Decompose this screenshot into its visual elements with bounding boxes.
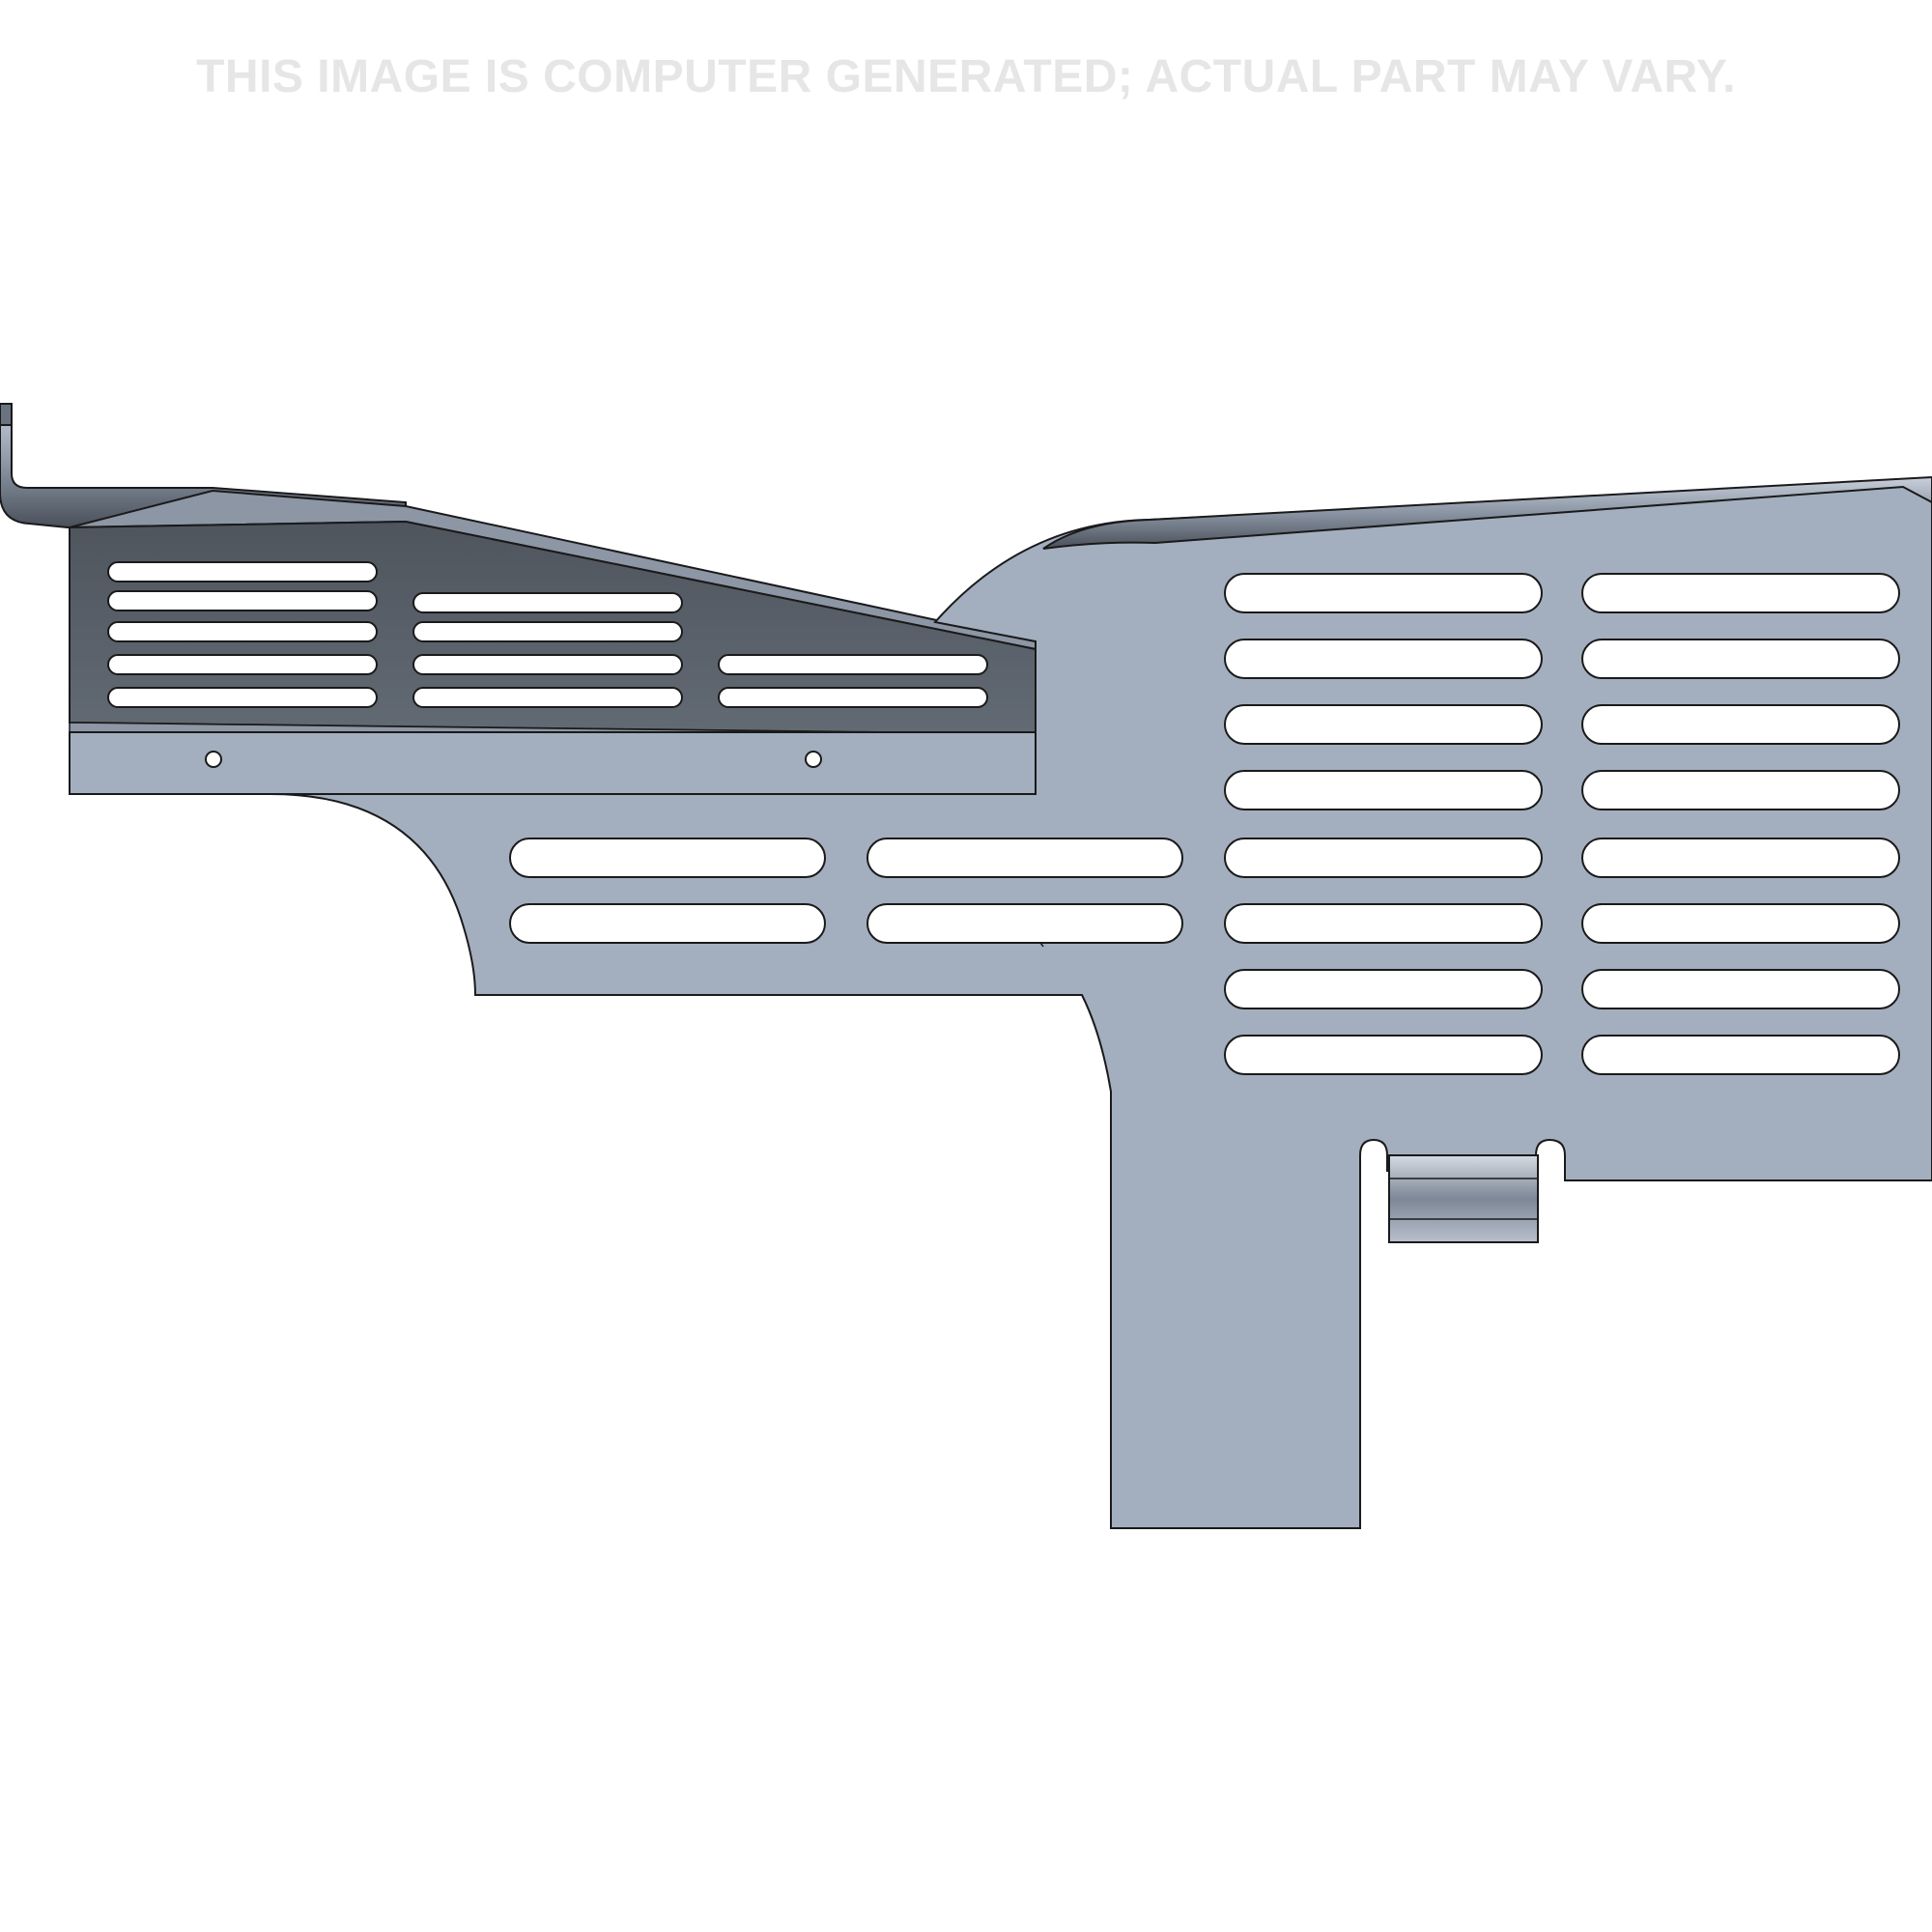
hinge-tab [1388,1154,1539,1243]
left-box-lower-lip [69,731,1037,795]
inner-wall-slots [107,561,988,708]
left-top-flange [0,403,407,529]
middle-slots [509,838,1183,944]
main-top-flange [1042,475,1932,550]
computer-generated-disclaimer: THIS IMAGE IS COMPUTER GENERATED; ACTUAL… [196,51,1736,102]
main-grid-slots [1224,573,1900,1075]
